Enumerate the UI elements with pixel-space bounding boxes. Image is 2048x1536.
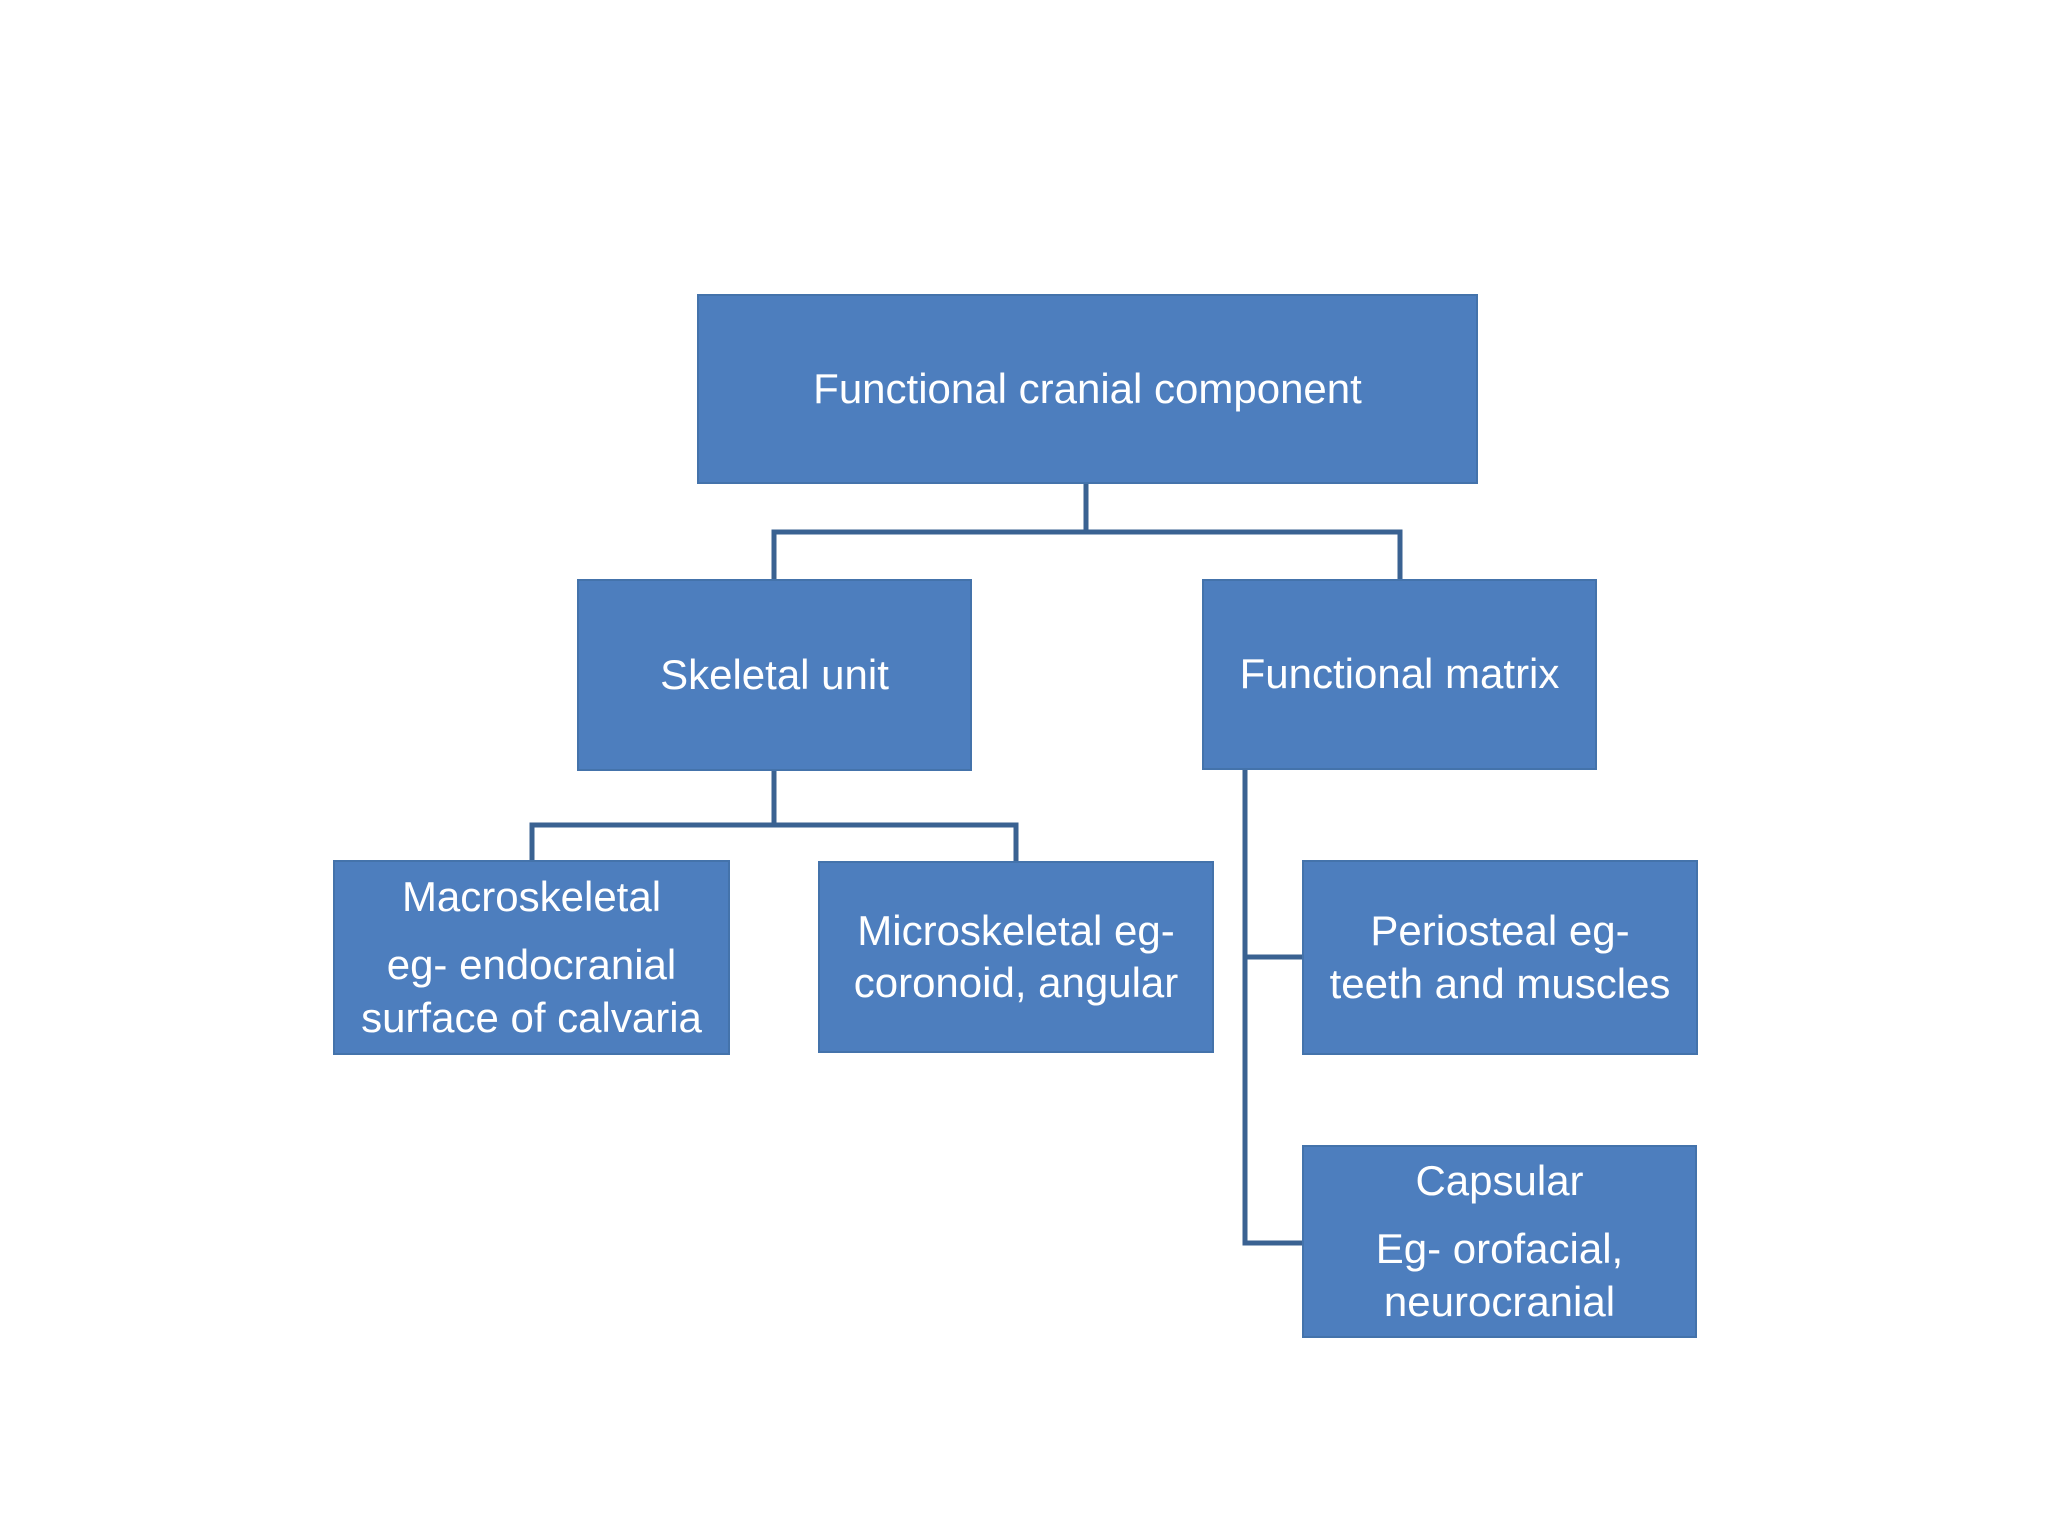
node-functional-matrix-label: Functional matrix (1239, 650, 1560, 698)
node-macroskeletal-title: Macroskeletal (401, 872, 662, 920)
node-functional-cranial-component-label: Functional cranial component (813, 364, 1362, 412)
node-capsular-body: Eg- orofacial, neurocranial (1375, 1225, 1624, 1325)
connector-skeletal-to-children (529, 766, 1019, 866)
node-capsular: Capsular Eg- orofacial, neurocranial (1302, 1145, 1697, 1338)
node-skeletal-unit: Skeletal unit (577, 579, 972, 771)
node-periosteal: Periosteal eg- teeth and muscles (1302, 860, 1698, 1055)
node-macroskeletal: Macroskeletal eg- endocranial surface of… (333, 860, 730, 1055)
node-microskeletal-label: Microskeletal eg- coronoid, angular (853, 906, 1179, 1007)
node-periosteal-label: Periosteal eg- teeth and muscles (1329, 907, 1671, 1007)
connector-root-to-level2 (771, 478, 1403, 586)
node-microskeletal: Microskeletal eg- coronoid, angular (818, 861, 1214, 1053)
node-skeletal-unit-label: Skeletal unit (660, 650, 889, 698)
connector-matrix-to-children (1242, 766, 1306, 1246)
node-functional-cranial-component: Functional cranial component (697, 294, 1478, 484)
node-capsular-title: Capsular (1415, 1156, 1584, 1204)
node-functional-matrix: Functional matrix (1202, 579, 1597, 770)
node-macroskeletal-body: eg- endocranial surface of calvaria (361, 941, 702, 1041)
